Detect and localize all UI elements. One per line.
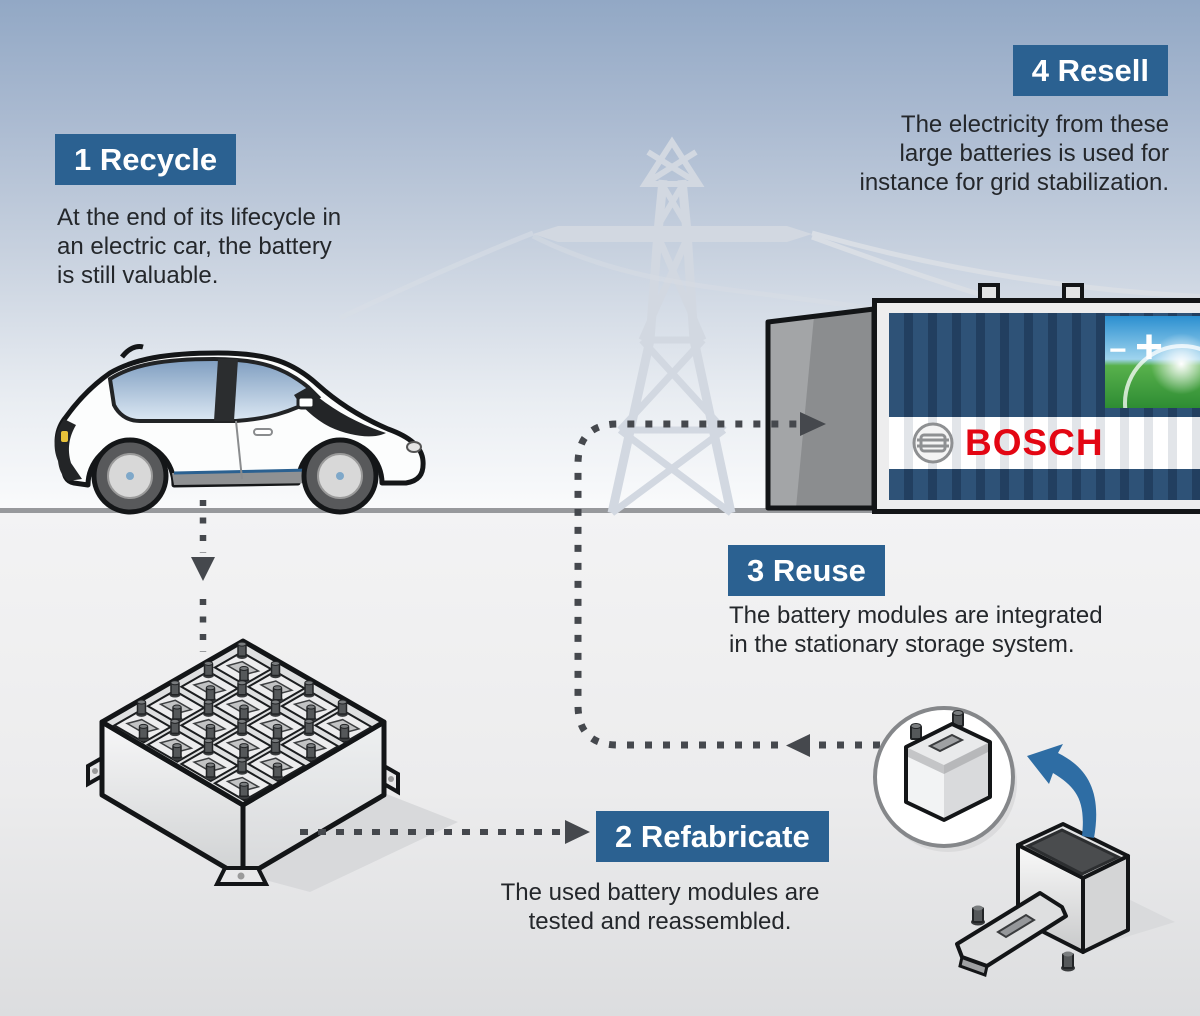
badge-resell: 4 Resell bbox=[1012, 45, 1168, 96]
container-brand-band: BOSCH bbox=[889, 417, 1200, 469]
module-screws bbox=[971, 905, 1075, 972]
battery-pack-cells bbox=[112, 641, 374, 802]
container-corrugation-bottom bbox=[889, 469, 1200, 500]
car-windows bbox=[107, 356, 322, 423]
car-icon bbox=[54, 344, 426, 515]
storage-container-icon: BOSCH − + bbox=[872, 298, 1200, 514]
pylon-crossarm bbox=[533, 226, 812, 242]
recycle-description: At the end of its lifecycle in an electr… bbox=[57, 204, 342, 289]
container-door bbox=[765, 306, 877, 511]
badge-recycle: 1 Recycle bbox=[55, 134, 237, 185]
minus-icon: − bbox=[1109, 334, 1127, 367]
battery-pack-shadow bbox=[243, 793, 458, 892]
car-front-wheel bbox=[301, 437, 379, 515]
module-terminal bbox=[910, 710, 964, 740]
module-lid bbox=[955, 891, 1068, 977]
container-picture: − + bbox=[1105, 316, 1200, 408]
arrow-pack-to-refabricate bbox=[300, 820, 590, 844]
car-mirror bbox=[296, 395, 316, 410]
refabricate-description: The used battery modules are tested and … bbox=[500, 879, 820, 935]
plus-icon: + bbox=[1135, 321, 1164, 374]
reuse-description: The battery modules are integrated in th… bbox=[729, 602, 1103, 658]
badge-reuse: 3 Reuse bbox=[728, 545, 885, 596]
car-rear-wheel bbox=[91, 437, 169, 515]
resell-description: The electricity from these large batteri… bbox=[859, 111, 1170, 196]
bosch-armature-icon bbox=[912, 422, 954, 464]
badge-refabricate: 2 Refabricate bbox=[596, 811, 829, 862]
curved-arrow-icon bbox=[1027, 744, 1097, 838]
arrow-module-to-container bbox=[574, 412, 880, 757]
horizon-line bbox=[0, 508, 1200, 513]
arrow-car-to-pack bbox=[191, 500, 215, 652]
bosch-logo-text: BOSCH bbox=[965, 422, 1104, 463]
car-antenna bbox=[120, 344, 144, 359]
